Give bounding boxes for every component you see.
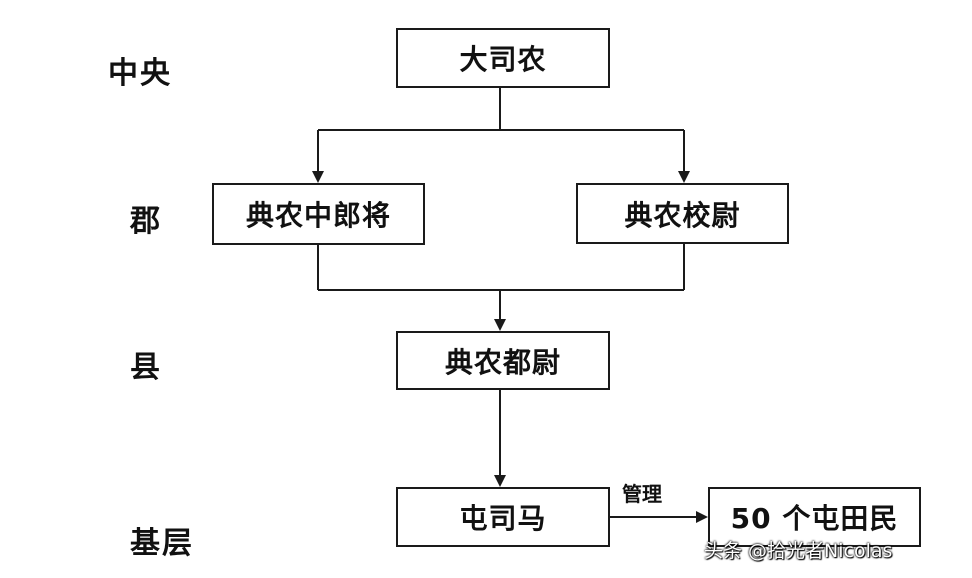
watermark-text: 头条 @拾光者Nicolas (704, 540, 893, 562)
node-diannong-zhonglangjiang: 典农中郎将 (212, 183, 425, 245)
node-tunsima: 屯司马 (396, 487, 610, 547)
level-label-grassroots: 基层 (130, 526, 194, 561)
node-dasinong: 大司农 (396, 28, 610, 88)
level-label-central: 中央 (108, 56, 172, 91)
node-tuntianmin: 50 个屯田民 (708, 487, 921, 547)
node-diannong-xiaowei: 典农校尉 (576, 183, 789, 244)
level-label-county: 县 (130, 350, 162, 385)
edge-label-manage: 管理 (622, 482, 662, 506)
level-label-commandery: 郡 (130, 204, 162, 239)
node-diannong-duwei: 典农都尉 (396, 331, 610, 390)
